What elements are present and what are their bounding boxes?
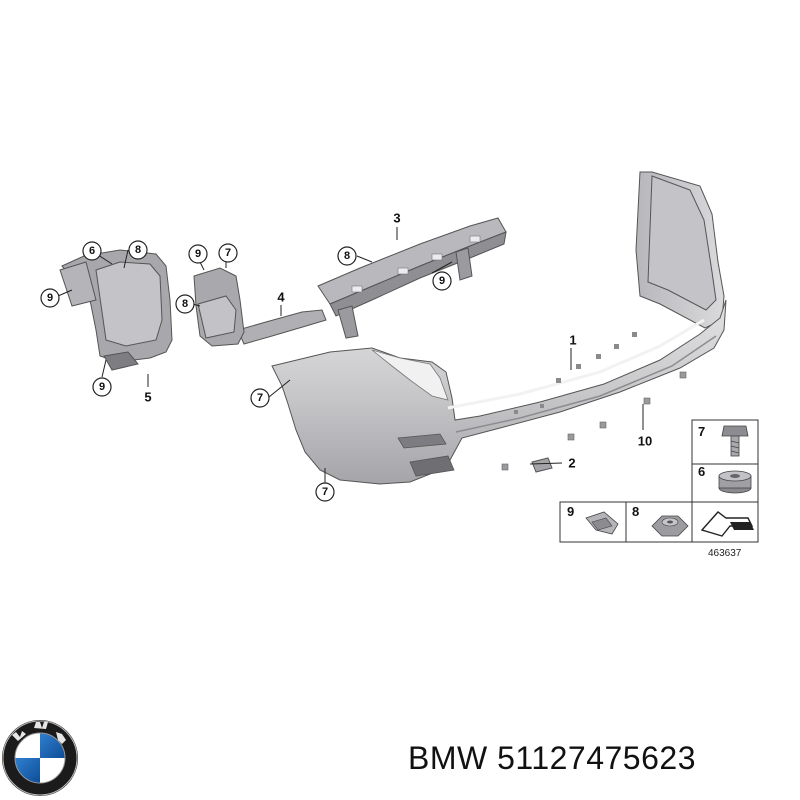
callout-1: 1: [569, 333, 576, 348]
callout-9-carrier: 9: [439, 275, 445, 287]
middle-bracket: [193, 267, 245, 347]
legend-num-6: 6: [698, 464, 705, 479]
callout-7-lower: 7: [322, 486, 328, 498]
bumper-trim-panel: [271, 171, 727, 485]
screw-icon: [721, 425, 749, 457]
part-number: 51127475623: [497, 740, 696, 776]
callout-8-left: 8: [135, 244, 141, 256]
legend-num-9: 9: [567, 504, 574, 519]
callouts: 1 2 3 4 5 10 6 8 9 9 9 7 8 8 9 7 7: [40, 211, 652, 502]
callout-9-left: 9: [47, 292, 53, 304]
reference-number: 463637: [708, 548, 742, 559]
hex-nut-icon: [651, 515, 689, 537]
legend-num-8: 8: [632, 504, 639, 519]
parts-legend-panel: 7 6 9 8: [559, 419, 759, 559]
callout-7-upper: 7: [257, 392, 263, 404]
callout-8-middle: 8: [182, 298, 188, 310]
bmw-logo-icon: [2, 720, 78, 796]
callout-9-middle: 9: [195, 248, 201, 260]
left-bracket: [59, 249, 173, 371]
callout-7-middle: 7: [225, 247, 231, 259]
callout-6: 6: [89, 245, 95, 257]
clip-nut-icon: [585, 511, 619, 535]
direction-arrow-icon: [700, 511, 754, 537]
tow-hook-cover: [531, 457, 553, 473]
callout-10: 10: [638, 434, 652, 449]
callout-8-carrier: 8: [344, 250, 350, 262]
bumper-carrier: [317, 217, 507, 339]
callout-2: 2: [568, 456, 575, 471]
callout-3: 3: [393, 211, 400, 226]
legend-num-7: 7: [698, 424, 705, 439]
callout-5: 5: [144, 390, 151, 405]
brand-name: BMW: [408, 740, 488, 776]
spacer-icon: [718, 470, 752, 494]
footer-caption: BMW 51127475623: [408, 740, 696, 777]
bumper-guide: [237, 309, 327, 345]
callout-9-bottom: 9: [99, 381, 105, 393]
callout-4: 4: [277, 290, 285, 305]
